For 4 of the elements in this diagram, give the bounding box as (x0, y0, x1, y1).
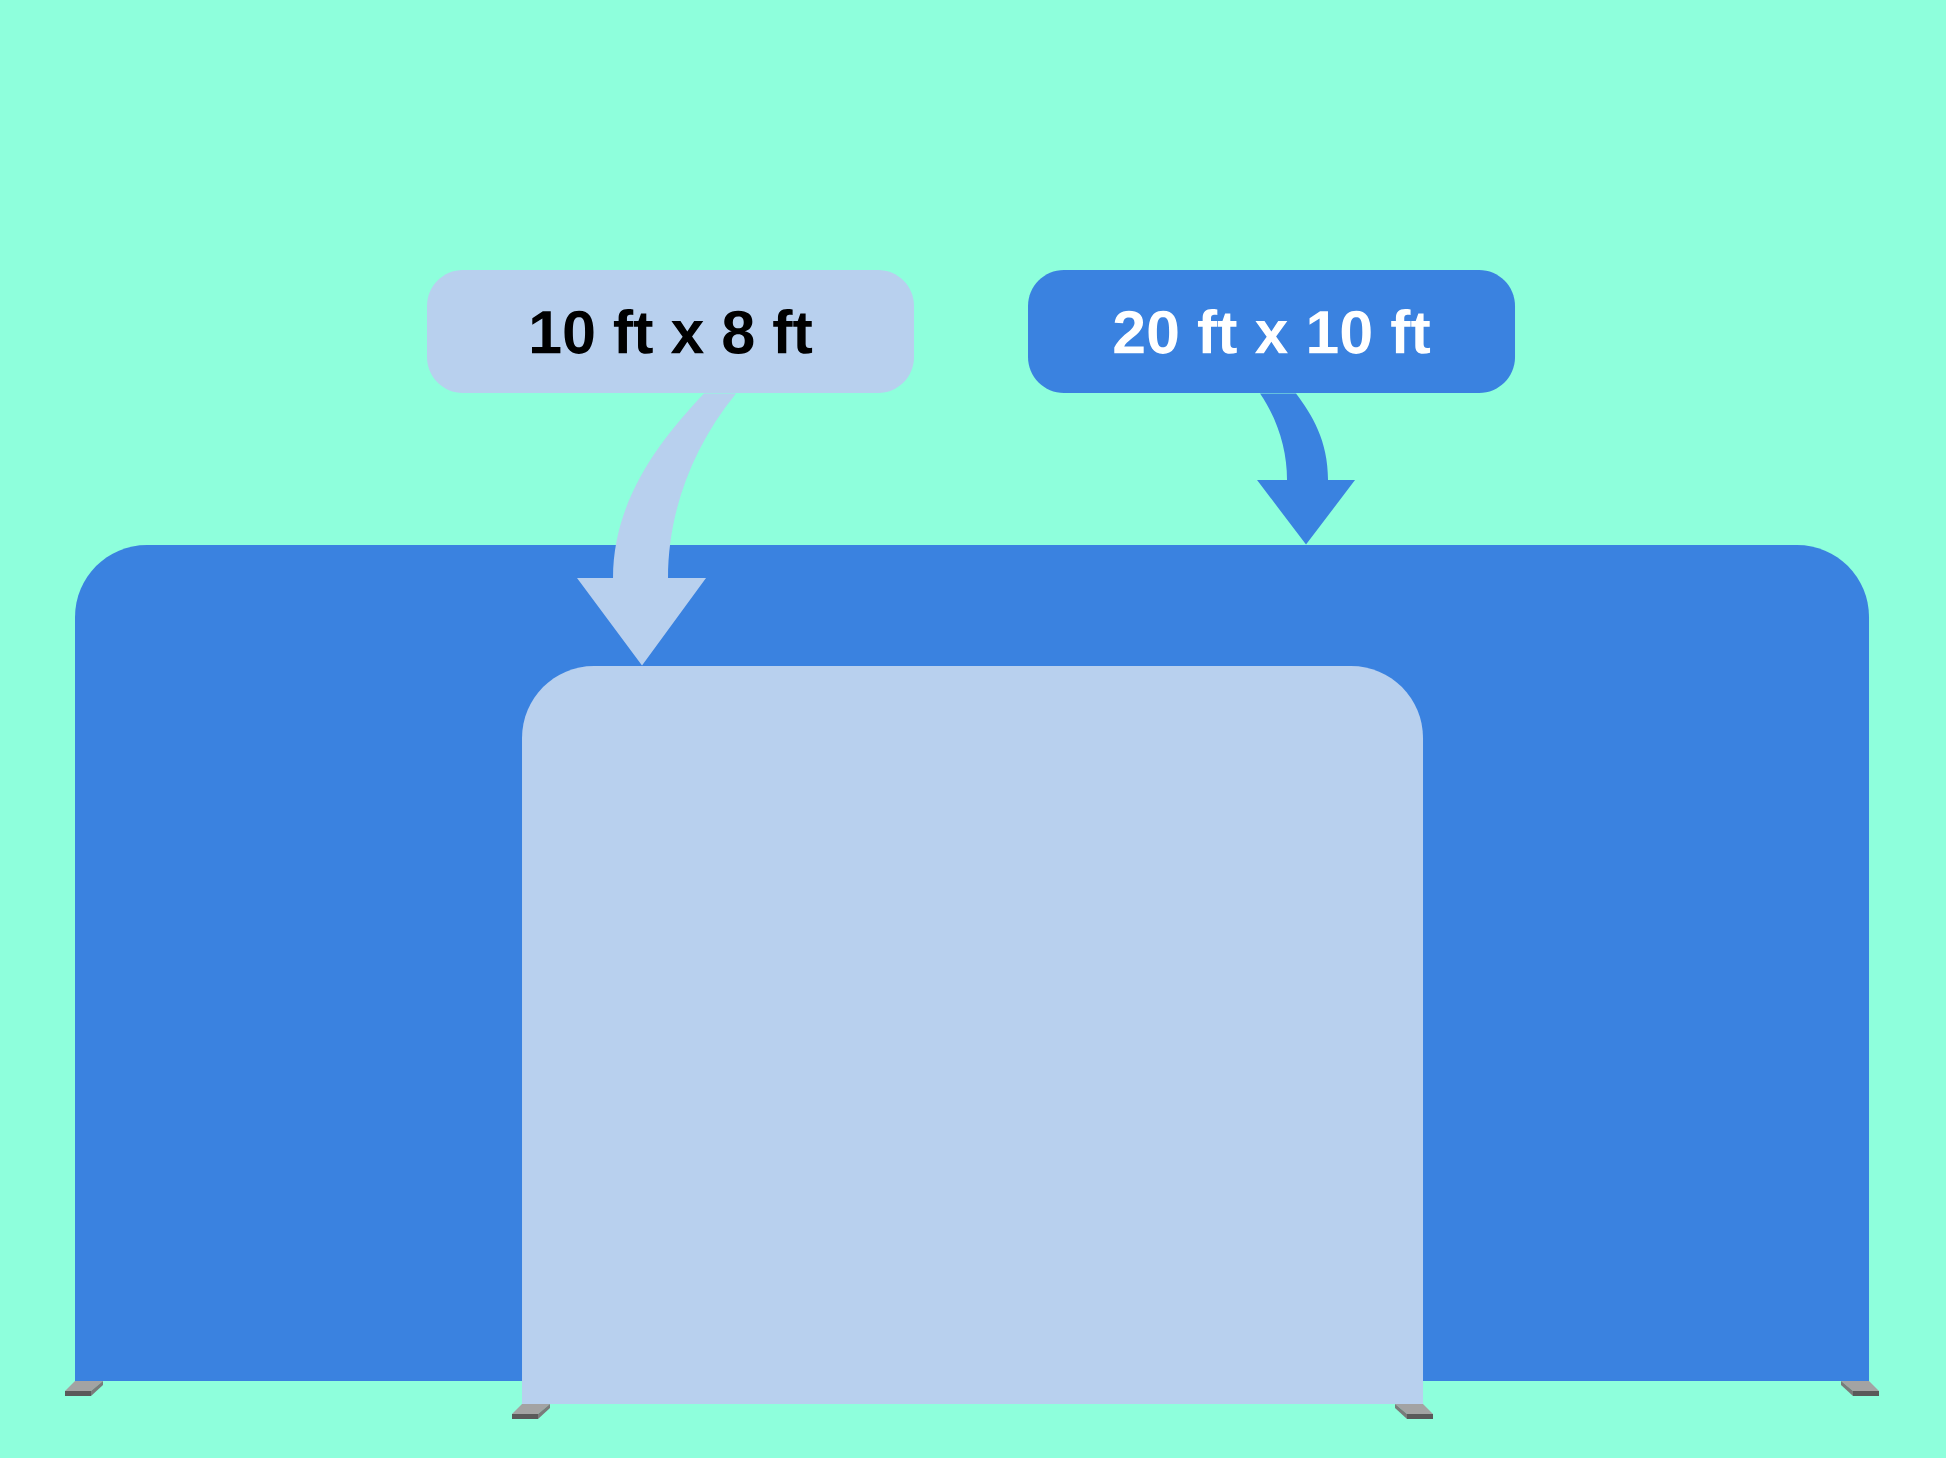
size-label: 20 ft x 10 ft (1028, 270, 1515, 393)
arrow (577, 393, 736, 666)
arrow (1257, 393, 1355, 545)
size-label: 10 ft x 8 ft (427, 270, 914, 393)
